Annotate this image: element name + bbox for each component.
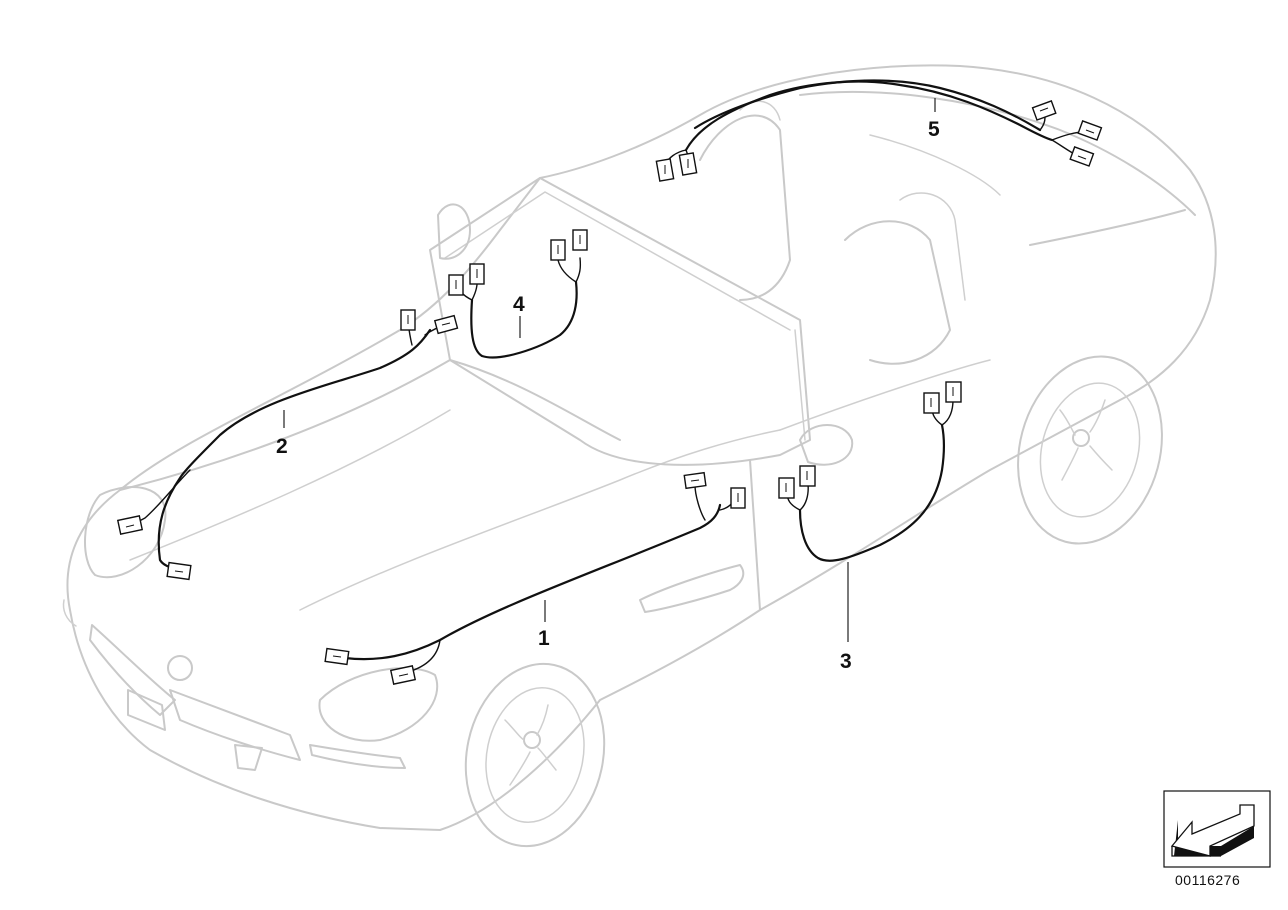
connector — [1077, 120, 1103, 141]
connector — [1069, 146, 1095, 167]
harness-2[interactable] — [116, 309, 459, 581]
callout-4[interactable]: 4 — [513, 293, 525, 316]
connector — [166, 561, 192, 581]
callout-2[interactable]: 2 — [276, 435, 288, 458]
connector — [550, 239, 566, 261]
connector — [683, 471, 707, 490]
connector — [400, 309, 416, 331]
connector — [572, 229, 588, 251]
connector — [448, 274, 464, 296]
harness-1[interactable] — [324, 471, 746, 685]
connector — [923, 392, 940, 414]
connector — [324, 647, 350, 666]
connector — [469, 263, 485, 285]
connector — [1031, 100, 1057, 121]
connector — [730, 487, 746, 509]
connector — [945, 381, 962, 403]
connector — [778, 477, 795, 499]
connector — [678, 152, 698, 176]
direction-arrow-icon[interactable] — [1163, 790, 1271, 868]
callout-3[interactable]: 3 — [840, 650, 852, 673]
connector — [433, 314, 459, 335]
harness-3[interactable] — [778, 381, 962, 562]
callout-5[interactable]: 5 — [928, 118, 940, 141]
connector — [116, 515, 144, 535]
car-outline-icon — [62, 64, 1217, 848]
connector — [389, 665, 417, 685]
harness-4[interactable] — [448, 229, 588, 359]
connector — [799, 465, 816, 487]
callout-1[interactable]: 1 — [538, 627, 550, 650]
harness-5[interactable] — [655, 79, 1103, 182]
part-number: 00116276 — [1175, 872, 1240, 888]
connector — [655, 158, 675, 182]
